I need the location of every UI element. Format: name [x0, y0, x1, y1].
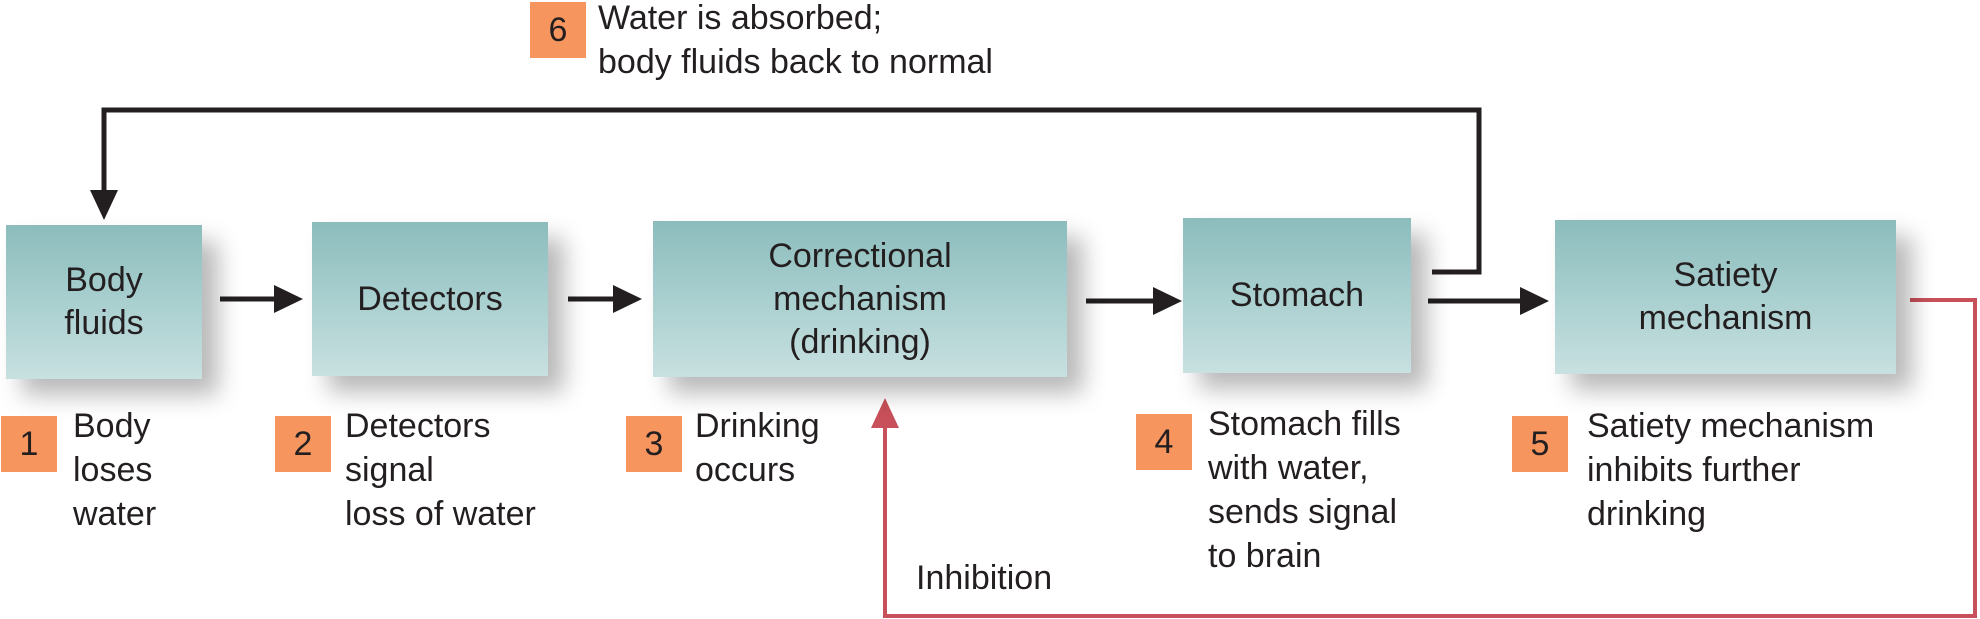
step-1-badge: 1 — [1, 416, 57, 472]
absorption-feedback-arrow — [90, 107, 1482, 275]
flow-arrow-2 — [568, 285, 642, 313]
flow-arrow-1 — [220, 285, 303, 313]
step-3-badge: 3 — [626, 416, 682, 472]
step-2-description: Detectors signal loss of water — [345, 407, 536, 533]
step-1-description: Body loses water — [73, 407, 157, 533]
detectors-box: Detectors — [312, 222, 548, 376]
step-6-badge: 6 — [530, 2, 586, 58]
correctional-mechanism-box: Correctional mechanism (drinking) — [653, 221, 1067, 377]
step-3-description: Drinking occurs — [695, 407, 820, 489]
step-5-badge: 5 — [1512, 416, 1568, 472]
stomach-box: Stomach — [1183, 218, 1411, 373]
inhibition-label: Inhibition — [916, 559, 1053, 597]
satiety-mechanism-box: Satiety mechanism — [1555, 220, 1896, 374]
flow-arrow-4 — [1428, 287, 1549, 315]
step-5-description: Satiety mechanism inhibits further drink… — [1587, 407, 1875, 533]
flow-arrow-3 — [1086, 287, 1182, 315]
body-fluids-box: Body fluids — [6, 225, 202, 379]
step-6-description: Water is absorbed; body fluids back to n… — [598, 0, 993, 81]
inhibition-arrow — [871, 298, 1977, 618]
step-2-badge: 2 — [275, 416, 331, 472]
step-4-badge: 4 — [1136, 414, 1192, 470]
step-4-description: Stomach fills with water, sends signal t… — [1208, 405, 1401, 575]
